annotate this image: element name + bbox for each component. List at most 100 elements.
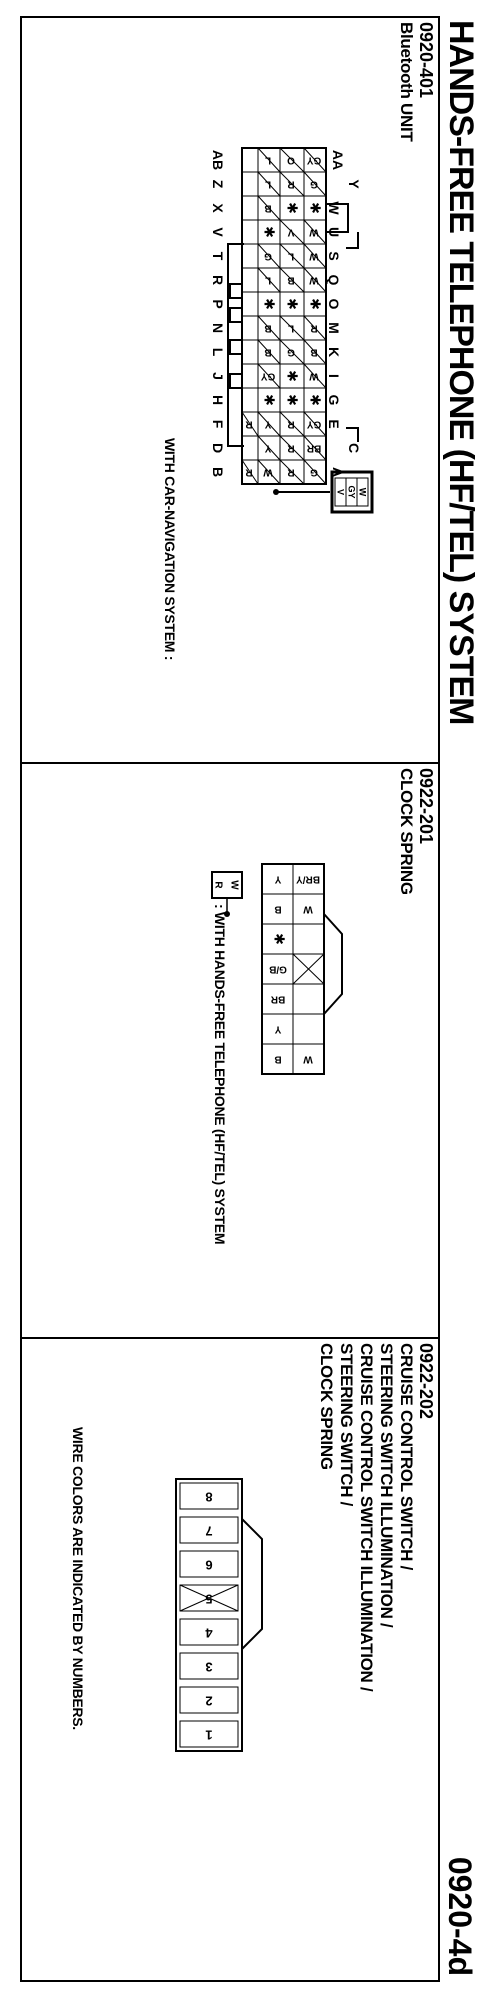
stripe-divider — [279, 435, 305, 461]
stripe-divider — [257, 411, 281, 437]
wire-color: W — [309, 226, 319, 237]
wire-color: R — [287, 178, 295, 189]
wire-color: L — [288, 250, 294, 261]
wire-color: W — [309, 274, 319, 285]
cruise-cell — [179, 1686, 239, 1714]
pin-unused-mark: ✱ — [307, 202, 323, 214]
pin-number: 2 — [205, 1694, 212, 1709]
pin-unused-mark: ✱ — [284, 370, 300, 382]
pin-cell — [241, 243, 259, 269]
wire-color-top: W — [303, 1053, 313, 1064]
wire-color: BR — [306, 442, 321, 453]
wire-color: W — [263, 466, 273, 477]
pin-number: 7 — [205, 1524, 212, 1539]
pin-cell — [241, 435, 259, 461]
wire-color: R — [287, 466, 295, 477]
stripe-divider — [257, 315, 281, 341]
pin-number: 1 — [205, 1728, 212, 1743]
wire-color: B — [264, 346, 271, 357]
clock-spring-legend: WR — [211, 871, 243, 917]
stripe-divider — [279, 171, 305, 197]
stripe-divider — [303, 243, 327, 269]
clock-housing — [323, 913, 343, 1015]
cruise-cell — [179, 1652, 239, 1680]
wire-color: GY — [306, 418, 321, 429]
pin-number: 4 — [205, 1626, 213, 1641]
wire-color: G — [287, 346, 295, 357]
pin-unused-mark: ✱ — [261, 226, 277, 238]
wire-color: L — [288, 322, 294, 333]
stripe-divider — [257, 267, 281, 293]
car-nav-note: WITH CAR-NAVIGATION SYSTEM : — [162, 438, 178, 661]
pin-unused-mark: ✱ — [284, 298, 300, 310]
pin-cell — [241, 315, 259, 341]
pin-cell — [241, 387, 259, 413]
wire-color: GY — [306, 154, 321, 165]
stripe-divider — [303, 171, 327, 197]
panel-cruise-control-switch: 0922-202 CRUISE CONTROL SWITCH /STEERING… — [22, 1339, 438, 1982]
bluetooth-connector-drawing: GYOLGRL✱✱BWV✱WLGWBL✱✱✱RLBBGBW✱GY✱✱✱GYRYR… — [227, 147, 374, 514]
wire-color: G — [264, 250, 272, 261]
pin-cell — [241, 291, 259, 317]
pin-unused-mark: ✱ — [261, 298, 277, 310]
wire-color: L — [265, 274, 271, 285]
stripe-divider — [303, 363, 327, 389]
stripe-divider — [241, 411, 259, 437]
wire-color: B — [264, 322, 271, 333]
wire-color-top: W — [303, 903, 313, 914]
stripe-divider — [257, 435, 281, 461]
cruise-housing — [241, 1518, 263, 1650]
stripe-divider — [303, 267, 327, 293]
cruise-cell — [179, 1584, 239, 1612]
pin-number: 6 — [205, 1558, 212, 1573]
pin-cell — [241, 267, 259, 293]
inset-outline — [330, 470, 374, 514]
wire-color-bottom: BR — [270, 993, 285, 1004]
hatch — [179, 1584, 239, 1612]
inset-cell — [334, 477, 347, 507]
cruise-cell — [179, 1720, 239, 1748]
stripe-divider — [257, 339, 281, 365]
wire-color: L — [265, 154, 271, 165]
pin-cell — [241, 195, 259, 221]
wire-color: R — [287, 442, 295, 453]
page-id: 0920-4d — [442, 1856, 478, 1976]
stripe-divider — [303, 435, 327, 461]
wire-color: GY — [260, 370, 275, 381]
stripe-divider — [303, 459, 327, 485]
wire-color: R — [310, 322, 318, 333]
cruise-cell — [179, 1516, 239, 1544]
pin-cell — [241, 171, 259, 197]
stripe-divider — [279, 267, 305, 293]
bluetooth-housing — [227, 203, 359, 447]
wire-color: Y — [264, 442, 271, 453]
stripe-divider — [279, 315, 305, 341]
stripe-divider — [303, 411, 327, 437]
stripe-divider — [257, 195, 281, 221]
pin-unused-mark: ✱ — [271, 933, 287, 945]
wire-color-bottom: G/B — [269, 963, 287, 974]
wire-color: G — [310, 178, 318, 189]
wire-color-bottom: B — [274, 903, 281, 914]
wire-color: W — [309, 250, 319, 261]
stripe-divider — [279, 243, 305, 269]
stripe-divider — [279, 147, 305, 173]
pin-cell — [241, 459, 259, 485]
stripe-divider — [257, 459, 281, 485]
stripe-divider — [303, 219, 327, 245]
pin-cell — [241, 147, 259, 173]
bluetooth-pin-grid: GYOLGRL✱✱BWV✱WLGWBL✱✱✱RLBBGBW✱GY✱✱✱GYRYR… — [241, 147, 327, 495]
wire-color: Y — [264, 418, 271, 429]
clock-spring-note: : WITH HANDS-FREE TELEPHONE (HF/TEL) SYS… — [212, 904, 228, 1245]
wire-color: R — [245, 466, 253, 477]
wire-color-bottom: Y — [274, 873, 281, 884]
cruise-outline — [175, 1478, 243, 1752]
wire-color: O — [287, 154, 295, 165]
wire-color: B — [310, 346, 317, 357]
pin-cell — [241, 219, 259, 245]
